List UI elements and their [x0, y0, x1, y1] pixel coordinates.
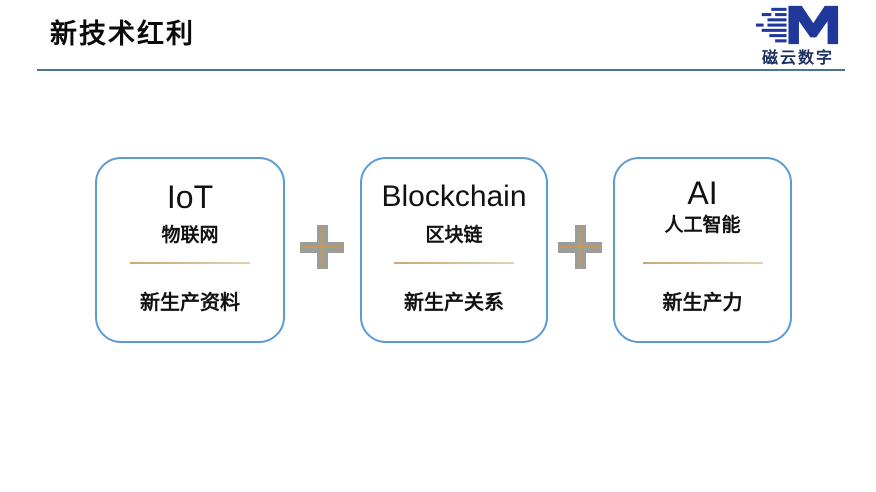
card-divider: [394, 262, 514, 264]
card-blockchain: Blockchain 区块链 新生产关系: [360, 157, 548, 343]
logo-m-icon: [756, 5, 839, 45]
plus-icon: [558, 225, 602, 269]
card-iot: IoT 物联网 新生产资料: [95, 157, 285, 343]
page-title: 新技术红利: [50, 19, 195, 49]
card-divider: [130, 262, 250, 264]
logo-text: 磁云数字: [761, 50, 834, 67]
title-underline-rule: [37, 69, 845, 71]
plus-gold-vline: [579, 226, 581, 268]
card-divider: [642, 262, 763, 264]
card-ai: AI 人工智能 新生产力: [613, 157, 792, 343]
card-zh-subtitle: 物联网: [161, 225, 219, 246]
card-en-title: AI: [687, 175, 718, 211]
company-logo: 磁云数字: [748, 4, 848, 67]
card-zh-subtitle: 区块链: [425, 225, 483, 246]
card-en-title: IoT: [166, 179, 214, 215]
plus-gold-vline: [321, 226, 323, 268]
plus-icon: [300, 225, 344, 269]
card-en-title: Blockchain: [381, 180, 527, 213]
card-zh-subtitle: 人工智能: [664, 215, 741, 236]
card-caption: 新生产关系: [404, 292, 504, 314]
card-caption: 新生产力: [662, 292, 743, 314]
card-caption: 新生产资料: [140, 292, 240, 314]
